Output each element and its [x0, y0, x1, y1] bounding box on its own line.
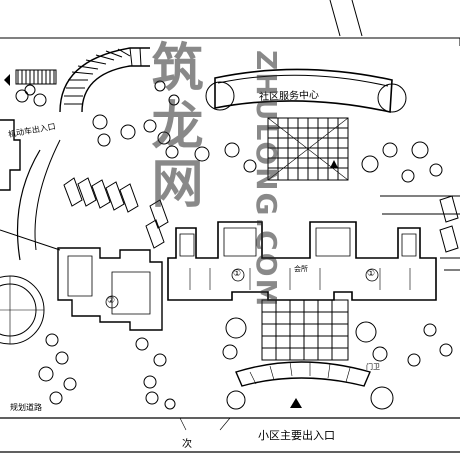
planned-road-label: 规划道路 — [10, 403, 42, 412]
left-building — [0, 119, 21, 191]
entry-arrow-icon — [4, 74, 10, 86]
parking-bays-center — [145, 199, 169, 249]
central-walkway — [261, 299, 349, 361]
building-unit-2 — [57, 247, 163, 331]
gate-house-label: 门卫 — [366, 363, 380, 371]
curved-stair — [59, 47, 150, 113]
circular-plaza — [0, 275, 45, 345]
unit-1a-label: ① — [233, 269, 242, 279]
unit-2-label: ② — [107, 296, 116, 306]
main-entrance-label: 小区主要出入口 — [258, 429, 335, 442]
service-center-building — [205, 68, 407, 113]
parking-strip — [15, 69, 57, 85]
main-residential-block — [167, 221, 437, 301]
main-entry-arrow-icon — [290, 398, 302, 408]
plaza-grid — [267, 117, 349, 181]
parking-bays-left — [63, 177, 139, 213]
entrance-fountain — [235, 361, 371, 387]
clubhouse-label: 会所 — [294, 265, 308, 273]
watermark-en: ZHULONG.COM — [250, 50, 283, 309]
landscape-trees — [15, 80, 453, 410]
road-mark-label: 次 — [182, 439, 192, 450]
unit-1b-label: ① — [367, 269, 376, 279]
watermark-cn: 筑龙网 — [142, 40, 202, 214]
